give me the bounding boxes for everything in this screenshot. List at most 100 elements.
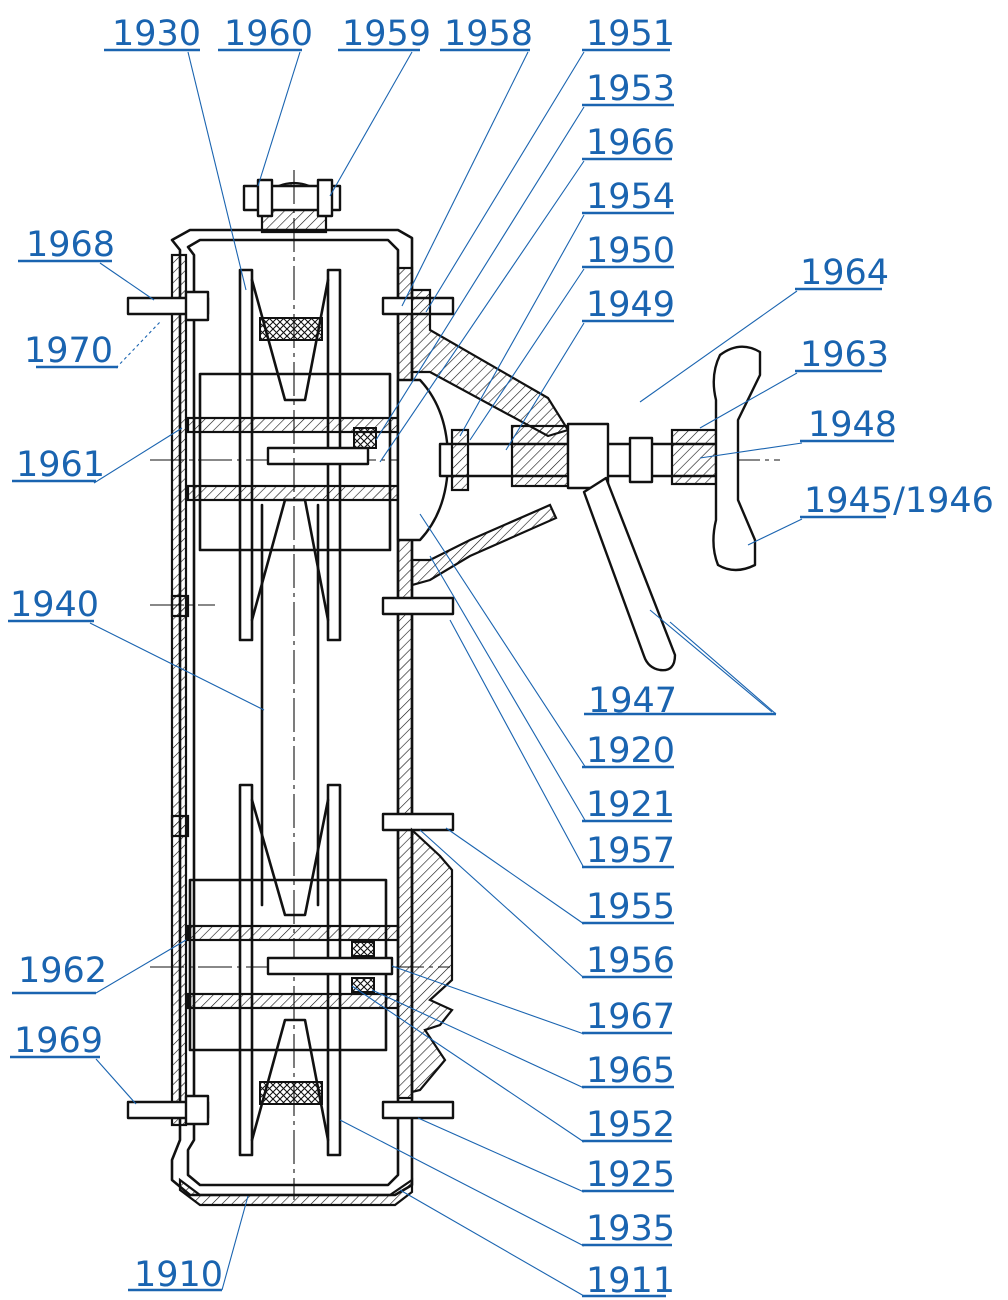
- leader-line: [187, 51, 247, 291]
- callout-1970: 1970: [24, 321, 161, 371]
- upper-bushing: [353, 427, 377, 449]
- leader-line: [339, 1119, 585, 1247]
- part-number-label: 1957: [586, 831, 675, 871]
- leader-line: [669, 621, 777, 715]
- leader-line: [93, 427, 183, 484]
- upper-belt-groove-low: [250, 498, 330, 622]
- part-number-label: 1967: [586, 997, 675, 1037]
- leader-line: [747, 518, 803, 546]
- part-number-label: 1966: [586, 123, 675, 163]
- collar-1949: [450, 428, 470, 492]
- gearbox-drawing: [126, 170, 780, 1207]
- lower-pulley-left-flange: [238, 783, 254, 1157]
- leader-line: [371, 989, 585, 1089]
- leader-line: [399, 1189, 585, 1297]
- part-number-label: 1949: [586, 285, 675, 325]
- part-number-label: 1911: [586, 1261, 675, 1300]
- part-number-label: 1920: [586, 731, 675, 771]
- lower-shaft-lower: [186, 992, 400, 1010]
- base-1910: [178, 1177, 414, 1207]
- callout-1930: 1930: [104, 14, 247, 291]
- part-number-label: 1968: [26, 225, 115, 265]
- bolt-1969-head: [184, 1094, 210, 1126]
- callout-1947: 1947: [584, 609, 777, 721]
- callout-1958: 1958: [401, 14, 533, 307]
- lower-pulley-right-flange: [326, 783, 342, 1157]
- callout-1920: 1920: [419, 513, 675, 771]
- part-number-label: 1954: [586, 177, 675, 217]
- part-number-label: 1970: [24, 331, 113, 371]
- leader-line: [351, 985, 585, 1143]
- callout-1965: 1965: [371, 989, 675, 1091]
- leader-line: [257, 51, 301, 187]
- part-number-label: 1969: [14, 1021, 103, 1061]
- part-number-label: 1951: [586, 14, 675, 54]
- leader-line: [429, 555, 587, 823]
- leader-line: [425, 51, 585, 313]
- leader-line: [449, 619, 585, 869]
- bracket-lower-arm: [410, 503, 558, 587]
- pin-1964: [628, 436, 654, 484]
- lower-bushing-2: [351, 977, 375, 993]
- upper-pulley-left-flange: [238, 268, 254, 642]
- callout-1910: 1910: [128, 1195, 249, 1295]
- callout-1962: 1962: [12, 939, 187, 995]
- callout-1960: 1960: [218, 14, 313, 187]
- leader-line: [391, 965, 585, 1035]
- leader-line: [417, 1117, 585, 1193]
- callout-1925: 1925: [417, 1117, 675, 1195]
- part-number-label: 1945/1946: [804, 481, 994, 521]
- leader-line: [699, 442, 803, 459]
- part-number-label: 1930: [112, 14, 201, 54]
- callout-1964: 1964: [639, 253, 889, 403]
- leader-line: [445, 827, 585, 925]
- upper-pulley-right-flange: [326, 268, 342, 642]
- leader-line: [115, 321, 161, 369]
- part-number-label: 1959: [342, 14, 431, 54]
- housing-wall-left-section: [170, 253, 188, 1127]
- bolt-1925: [381, 1100, 455, 1120]
- callout-1957: 1957: [449, 619, 675, 871]
- callout-1954: 1954: [459, 177, 675, 437]
- leader-line: [401, 51, 529, 307]
- side-plate-1956: [410, 827, 454, 1094]
- leader-line: [95, 1058, 137, 1105]
- part-number-label: 1960: [224, 14, 313, 54]
- leader-line: [99, 262, 155, 301]
- leader-line: [639, 290, 798, 403]
- part-number-label: 1935: [586, 1209, 675, 1249]
- bolt-1968-head: [184, 290, 210, 322]
- callout-1945-1946: 1945/1946: [747, 481, 994, 546]
- leader-line: [469, 268, 585, 441]
- lower-shaft-screw: [266, 956, 394, 976]
- leader-line: [419, 829, 585, 979]
- callout-1967: 1967: [391, 965, 675, 1037]
- callout-1940: 1940: [8, 585, 265, 711]
- callout-1921: 1921: [429, 555, 675, 825]
- part-number-label: 1958: [444, 14, 533, 54]
- leader-line: [375, 106, 585, 441]
- top-bolt-nut: [316, 178, 334, 218]
- leader-line: [459, 214, 585, 437]
- upper-shaft-screw: [266, 446, 370, 466]
- callout-1953: 1953: [375, 69, 675, 441]
- upper-shaft-lower: [186, 484, 400, 502]
- part-number-label: 1955: [586, 887, 675, 927]
- left-wall-fixing: [170, 594, 190, 618]
- leader-line: [95, 939, 187, 994]
- part-number-label: 1956: [586, 941, 675, 981]
- handwheel-1945: [712, 345, 762, 572]
- callout-1969: 1969: [10, 1021, 137, 1105]
- leader-line: [505, 322, 585, 451]
- part-number-label: 1952: [586, 1105, 675, 1145]
- part-number-label: 1963: [800, 335, 889, 375]
- callout-1951: 1951: [425, 14, 675, 313]
- housing-wall-inner: [186, 238, 400, 1187]
- leader-line: [699, 372, 798, 429]
- part-number-label: 1965: [586, 1051, 675, 1091]
- lower-belt-groove-low: [250, 1018, 330, 1142]
- leader-line: [89, 622, 265, 711]
- callout-1935: 1935: [339, 1119, 675, 1249]
- callout-1950: 1950: [469, 231, 675, 441]
- part-number-label: 1953: [586, 69, 675, 109]
